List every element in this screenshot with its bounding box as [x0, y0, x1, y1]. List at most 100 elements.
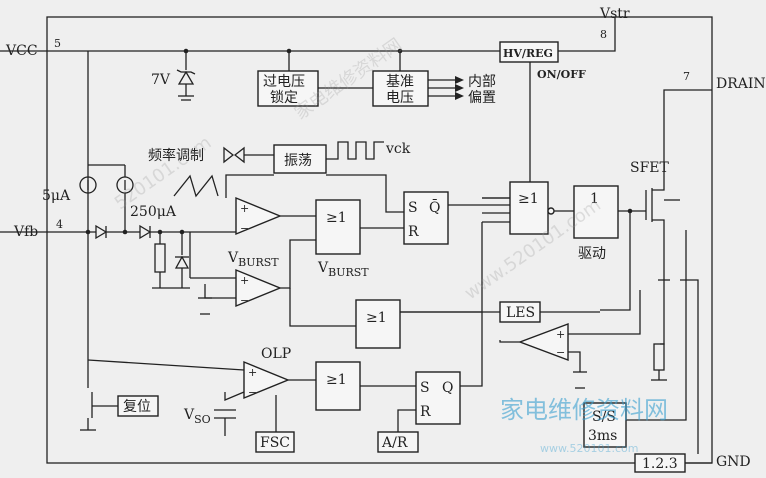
onoff-label: ON/OFF	[537, 68, 586, 81]
internal-label: 内部	[468, 74, 496, 90]
chip-outline	[46, 16, 713, 464]
gnd-block-label: 1.2.3	[642, 456, 678, 472]
burst-comparator	[235, 268, 282, 308]
main-or-gate	[509, 181, 549, 235]
minus-sign: −	[240, 294, 249, 307]
wire	[280, 239, 316, 289]
pwm-comparator	[235, 196, 282, 236]
ref-label-1: 基准	[386, 73, 414, 90]
sr2-q: Q	[442, 380, 453, 396]
hvreg-block	[499, 41, 559, 63]
wire	[289, 288, 356, 327]
freq-mod-symbol	[233, 146, 245, 164]
reset-label: 复位	[123, 398, 151, 415]
oscillator-block	[273, 144, 327, 174]
minus-sign: −	[248, 386, 257, 399]
olp-comparator	[243, 360, 290, 400]
oscillator-label: 振荡	[284, 153, 312, 169]
wire	[225, 174, 274, 198]
wire	[680, 279, 699, 454]
driver-symbol: 1	[590, 191, 599, 207]
pin-vfb-num: 4	[56, 218, 63, 231]
wire	[568, 330, 641, 335]
pin-gnd-label: GND	[716, 454, 751, 470]
les-label: LES	[506, 305, 535, 321]
or-gate-1-label: ≥1	[326, 210, 347, 226]
vstr-wire	[558, 17, 616, 52]
plus-sign: +	[240, 274, 249, 287]
pin-vstr-label: Vstr	[599, 6, 630, 22]
vck-waveform	[326, 141, 384, 160]
soft-start-label-2: 3ms	[588, 428, 617, 444]
plus-sign: +	[556, 328, 565, 341]
sense-resistor	[653, 343, 665, 371]
or-gate-4	[315, 361, 361, 411]
drain-wire	[652, 89, 712, 191]
wire	[600, 211, 631, 311]
wire	[499, 340, 520, 343]
zener-symbol	[174, 255, 190, 269]
plus-sign: +	[248, 366, 257, 379]
freq-mod-symbol	[223, 146, 235, 164]
sr-latch-2	[415, 371, 461, 425]
soft-start-label-1: S/S	[592, 409, 616, 425]
diode-2	[139, 224, 152, 240]
ar-label: A/R	[381, 435, 408, 451]
main-or-label: ≥1	[518, 191, 539, 207]
ref-voltage-block	[372, 70, 429, 107]
zener-7v-symbol	[177, 70, 195, 85]
wire	[397, 409, 416, 432]
soft-start-box	[583, 402, 627, 448]
wire	[87, 359, 245, 371]
les-comparator	[518, 322, 569, 362]
wire	[204, 284, 236, 299]
bias-label: 偏置	[468, 90, 496, 106]
wire	[224, 391, 245, 401]
junction-dot	[122, 229, 128, 235]
vck-label: vck	[385, 141, 411, 157]
wire	[460, 312, 483, 387]
arrow-head	[455, 84, 464, 92]
minus-sign: −	[240, 222, 249, 235]
ar-box	[377, 431, 419, 453]
sr2-r: R	[420, 404, 431, 420]
ref-label-2: 电压	[386, 90, 414, 106]
pin-drain-num: 7	[683, 70, 690, 83]
fsc-label: FSC	[260, 435, 290, 451]
sawtooth-waveform	[173, 174, 219, 198]
ovp-label-1: 过电压	[263, 74, 305, 90]
hvreg-label: HV/REG	[503, 47, 553, 60]
plus-sign: +	[240, 202, 249, 215]
arrow-head	[455, 92, 464, 100]
or-gate-1	[315, 199, 361, 255]
vburst2-label: VBURST	[317, 260, 369, 279]
freq-mod-label: 频率调制	[148, 147, 204, 164]
pin-vstr-num: 8	[600, 28, 607, 41]
sr1-r: R	[408, 224, 419, 240]
arrow-head	[455, 76, 464, 84]
current-source-5ua	[79, 176, 97, 194]
i250ua-label: 250μA	[130, 204, 177, 220]
pin-vcc-num: 5	[54, 37, 61, 50]
pin-drain-label: DRAIN	[716, 76, 766, 92]
driver-label: 驱动	[578, 246, 606, 262]
or-gate-3	[355, 299, 401, 349]
zener-bar	[176, 69, 196, 75]
resistor	[154, 243, 166, 273]
diode-1	[95, 224, 108, 240]
source-wire	[652, 219, 665, 280]
vso-label: VSO	[183, 407, 211, 426]
fsc-box	[255, 431, 295, 453]
wire	[660, 280, 665, 345]
watermark-url: www.520101.com	[540, 442, 638, 455]
vck-to-sr	[326, 174, 404, 213]
sr1-qbar: Q̄	[429, 198, 440, 216]
ovp-label-2: 锁定	[270, 90, 298, 106]
olp-label: OLP	[261, 346, 291, 362]
driver-block	[573, 185, 619, 239]
sr2-s: S	[420, 380, 430, 396]
wire	[568, 351, 581, 372]
wire	[626, 230, 687, 421]
minus-sign: −	[556, 346, 565, 359]
